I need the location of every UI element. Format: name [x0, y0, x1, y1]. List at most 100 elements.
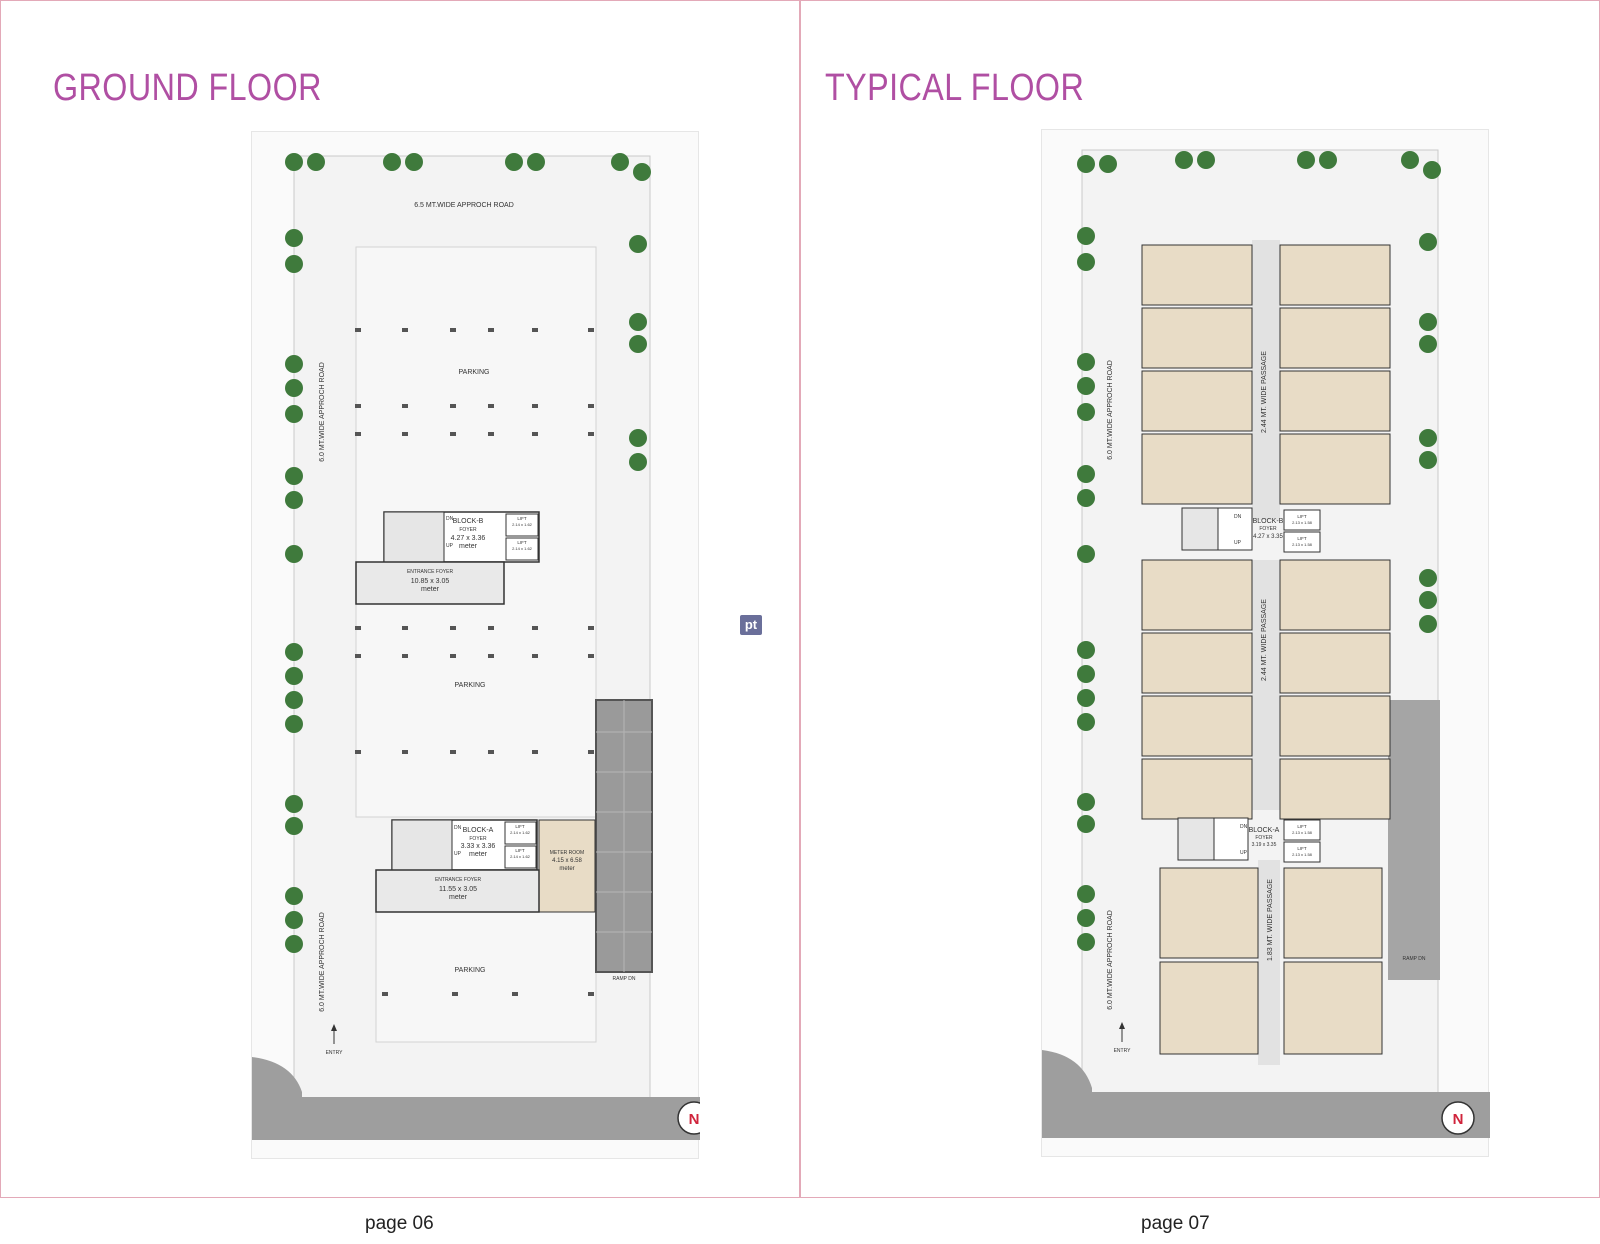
block-b-foyer-size: 4.27 x 3.35: [1253, 534, 1283, 540]
block-b-up: UP: [1234, 540, 1242, 546]
meter-room-unit: meter: [559, 866, 574, 872]
road-top-label: 6.5 MT.WIDE APPROCH ROAD: [414, 202, 514, 209]
entry-arrow-head: [331, 1024, 337, 1031]
entry-arrow-head: [1119, 1022, 1125, 1029]
north-arrow-circle: [677, 1101, 700, 1135]
block-a-lift-1-size: 2.14 x 1.62: [510, 830, 531, 835]
ramp-label: RAMP DN: [1403, 956, 1426, 962]
block-b-lift-2: [1283, 531, 1321, 553]
block-a-entrance-size: 11.55 x 3.05: [439, 886, 477, 893]
block-b-dn: DN: [1234, 514, 1242, 520]
block-a-up: UP: [1240, 850, 1248, 856]
apartments-lower: [1159, 867, 1383, 1055]
block-a-lift-1-label: LIFT: [515, 824, 525, 829]
block-b-lift-2-label: LIFT: [517, 540, 527, 545]
block-a-lift-2-label: LIFT: [515, 848, 525, 853]
page-title-ground-floor: GROUND FLOOR: [53, 67, 322, 109]
entry-label: ENTRY: [326, 1050, 344, 1056]
block-a-lift-1: [1283, 819, 1321, 841]
parking-label-1: PARKING: [459, 369, 490, 376]
page-title-typical-floor: TYPICAL FLOOR: [825, 67, 1085, 109]
page-06: GROUND FLOOR: [0, 0, 800, 1234]
block-a-dn: DN: [1240, 824, 1248, 830]
block-b-lift-1: [505, 513, 539, 537]
block-a-entrance-unit: meter: [449, 894, 468, 901]
palm-trees: [1077, 151, 1441, 951]
block-b-foyer-size: 4.27 x 3.36: [451, 535, 486, 542]
passage-label-lower: 1.83 MT. WIDE PASSAGE: [1267, 879, 1274, 961]
block-a-lift-2: [504, 845, 537, 869]
block-b-lift-1: [1283, 509, 1321, 531]
bottom-road: [252, 1057, 700, 1140]
block-a-label: BLOCK-A: [1249, 827, 1280, 834]
block-b-foyer-label: FOYER: [459, 527, 477, 533]
meter-room: [538, 819, 596, 913]
block-a-stair: [1177, 817, 1215, 861]
typical-floor-plan: 6.0 MT.WIDE APPROCH ROAD 6.0 MT.WIDE APP…: [1041, 129, 1490, 1157]
block-a-stair: [391, 819, 453, 871]
block-a-entrance-label: ENTRANCE FOYER: [435, 877, 482, 883]
block-b-lift-1-size: 2.14 x 1.62: [512, 522, 533, 527]
block-a-entrance-foyer: [375, 869, 540, 913]
block-a-lift-1: [504, 821, 537, 845]
block-a-lift-1-label: LIFT: [1297, 824, 1307, 829]
block-b-lift-1-size: 2.13 x 1.58: [1292, 520, 1313, 525]
block-b-lift-2-size: 2.13 x 1.58: [1292, 542, 1313, 547]
block-a-lift-2-size: 2.13 x 1.58: [1292, 852, 1313, 857]
block-a-lift-2-label: LIFT: [1297, 846, 1307, 851]
apartments-middle-right: [1279, 559, 1391, 820]
ramp-hatch: [596, 700, 652, 972]
block-a-foyer-size: 3.19 x 3.35: [1252, 842, 1277, 848]
block-a-foyer-unit: meter: [469, 851, 488, 858]
block-b-entrance-unit: meter: [421, 586, 440, 593]
meter-room-size: 4.15 x 6.58: [552, 858, 582, 864]
block-b-label: BLOCK-B: [453, 518, 484, 525]
columns: [355, 328, 594, 996]
block-b-foyer-unit: meter: [459, 543, 478, 550]
typical-floor-drawing: 6.0 MT.WIDE APPROCH ROAD 6.0 MT.WIDE APP…: [1042, 149, 1490, 1138]
page-07: TYPICAL FLOOR: [800, 0, 1600, 1234]
palm-trees: [285, 153, 651, 953]
ramp: [1388, 700, 1440, 980]
block-a-label: BLOCK-A: [463, 827, 494, 834]
block-b-lift-1-label: LIFT: [1297, 514, 1307, 519]
north-arrow-letter: N: [1453, 1111, 1464, 1128]
block-a-lift-1-size: 2.13 x 1.58: [1292, 830, 1313, 835]
page-number-06: page 06: [365, 1213, 434, 1234]
building-footprint-lower: [375, 911, 597, 1043]
block-a-foyer-label: FOYER: [1255, 835, 1273, 841]
block-a-lift-2-size: 2.14 x 1.62: [510, 854, 531, 859]
north-arrow-letter: N: [689, 1111, 700, 1128]
bottom-road: [1042, 1050, 1490, 1138]
passage-label-upper: 2.44 MT. WIDE PASSAGE: [1261, 351, 1268, 433]
page-number-07: page 07: [1141, 1213, 1210, 1234]
passage-upper: [1252, 240, 1280, 520]
block-a-foyer-size: 3.33 x 3.36: [461, 843, 496, 850]
block-b-stair: [383, 511, 445, 563]
parking-label-2: PARKING: [455, 682, 486, 689]
block-a-up: UP: [454, 851, 462, 857]
road-left-label-upper: 6.0 MT.WIDE APPROCH ROAD: [319, 362, 326, 462]
block-b-entrance-foyer: [355, 561, 505, 605]
block-b-up: UP: [446, 543, 454, 549]
block-b-label: BLOCK-B: [1253, 518, 1284, 525]
passage-middle: [1252, 560, 1280, 810]
block-b-lift-2: [505, 537, 539, 561]
block-b-entrance-label: ENTRANCE FOYER: [407, 569, 454, 575]
passage-label-middle: 2.44 MT. WIDE PASSAGE: [1261, 599, 1268, 681]
block-a-lift-2: [1283, 841, 1321, 863]
passage-lower: [1258, 860, 1280, 1065]
block-b-foyer-label: FOYER: [1259, 526, 1277, 532]
meter-room-label: METER ROOM: [550, 850, 584, 856]
parking-label-3: PARKING: [455, 967, 486, 974]
apartments-middle-left: [1141, 559, 1253, 820]
block-a-dn: DN: [454, 825, 462, 831]
apartments-upper-left: [1141, 244, 1253, 505]
ground-floor-plan: 6.5 MT.WIDE APPROCH ROAD 6.0 MT.WIDE APP…: [251, 131, 700, 1159]
road-left-label-lower: 6.0 MT.WIDE APPROCH ROAD: [319, 912, 326, 1012]
block-b-lift-2-size: 2.14 x 1.62: [512, 546, 533, 551]
ramp-label: RAMP DN: [613, 976, 636, 982]
pt-logo: pt: [740, 615, 762, 635]
block-b-stair: [1181, 507, 1219, 551]
block-a-foyer-label: FOYER: [469, 836, 487, 842]
